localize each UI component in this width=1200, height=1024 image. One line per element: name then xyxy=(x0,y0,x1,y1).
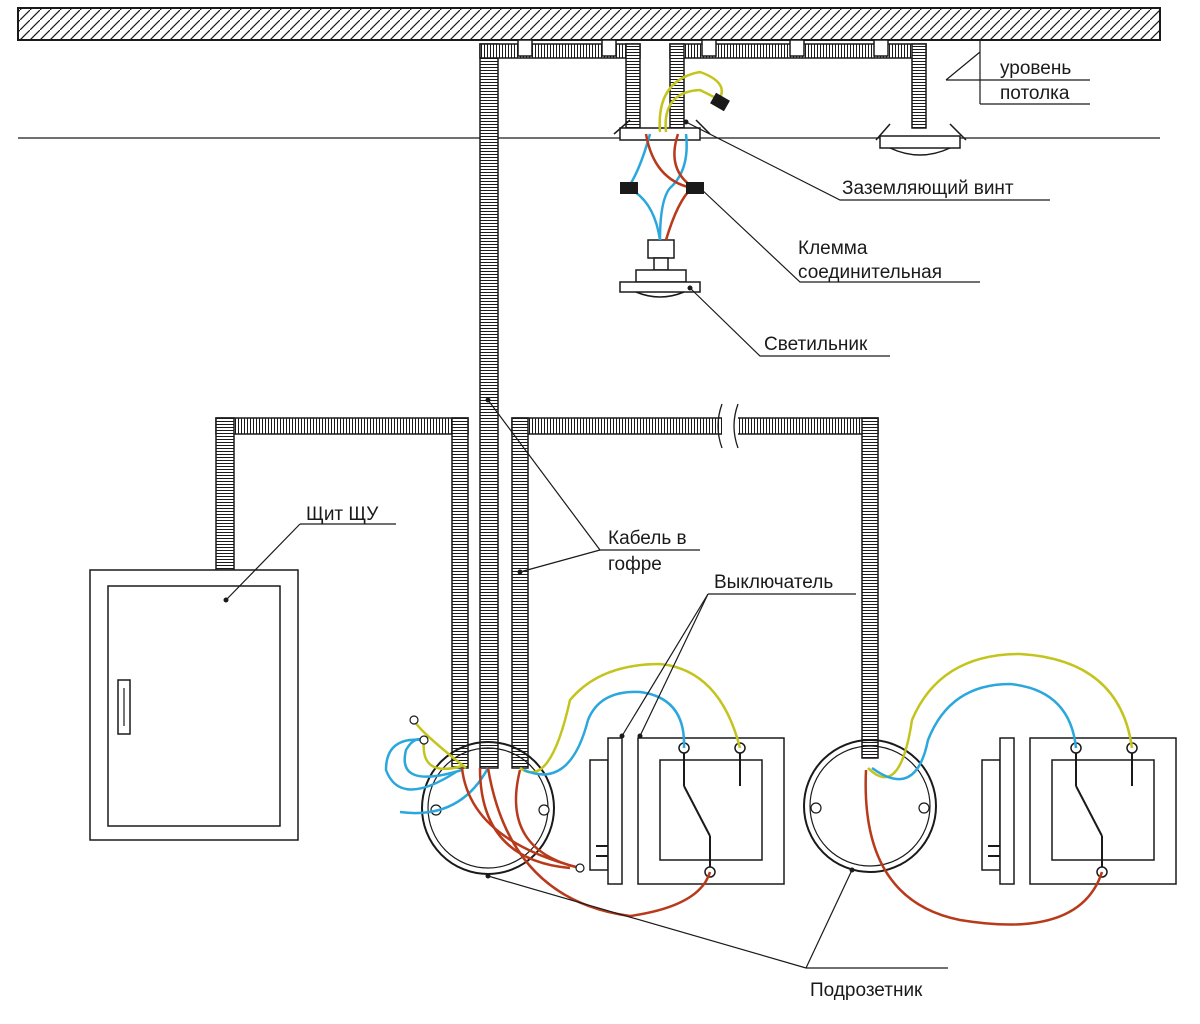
connector-terminals xyxy=(620,92,730,194)
main-riser-conduit xyxy=(479,43,499,769)
switch-label: Выключатель xyxy=(714,572,833,593)
panel-conduit-top xyxy=(215,417,469,435)
switch-left xyxy=(589,737,785,885)
conduits xyxy=(215,39,927,769)
panel-label: Щит ЩУ xyxy=(306,504,379,525)
leader-dots xyxy=(223,119,855,879)
leader-lines xyxy=(225,121,1050,969)
cable-label-2: гофре xyxy=(608,554,662,575)
junction-box-right xyxy=(803,739,937,873)
ceiling-slab xyxy=(17,7,1161,139)
labels: Заземляющий винт Клемма соединительная С… xyxy=(306,178,1014,1001)
ceiling-luminaire-left xyxy=(613,119,711,141)
junction-box-label: Подрозетник xyxy=(810,980,923,1001)
ceiling-level-label-1: уровень xyxy=(1000,58,1071,79)
terminal-label-2: соединительная xyxy=(798,262,942,283)
luminaire-label: Светильник xyxy=(764,334,868,355)
ceiling-luminaire-right xyxy=(875,123,967,156)
ceiling-level-marker: уровень потолка xyxy=(945,40,1090,105)
cable-label-1: Кабель в xyxy=(608,528,687,549)
wires-left-box xyxy=(384,662,742,918)
terminal-label-1: Клемма xyxy=(798,238,868,259)
grounding-screw-label: Заземляющий винт xyxy=(842,178,1014,199)
ceiling-level-label-2: потолка xyxy=(1000,83,1070,104)
distribution-panel xyxy=(89,569,299,841)
luminaire-exploded xyxy=(619,239,701,298)
switch-right xyxy=(981,737,1177,885)
ceiling-wires xyxy=(626,70,723,241)
wire-ends-left xyxy=(409,715,585,873)
wires-right-box xyxy=(864,652,1134,926)
switch-conduit-top xyxy=(511,417,879,435)
